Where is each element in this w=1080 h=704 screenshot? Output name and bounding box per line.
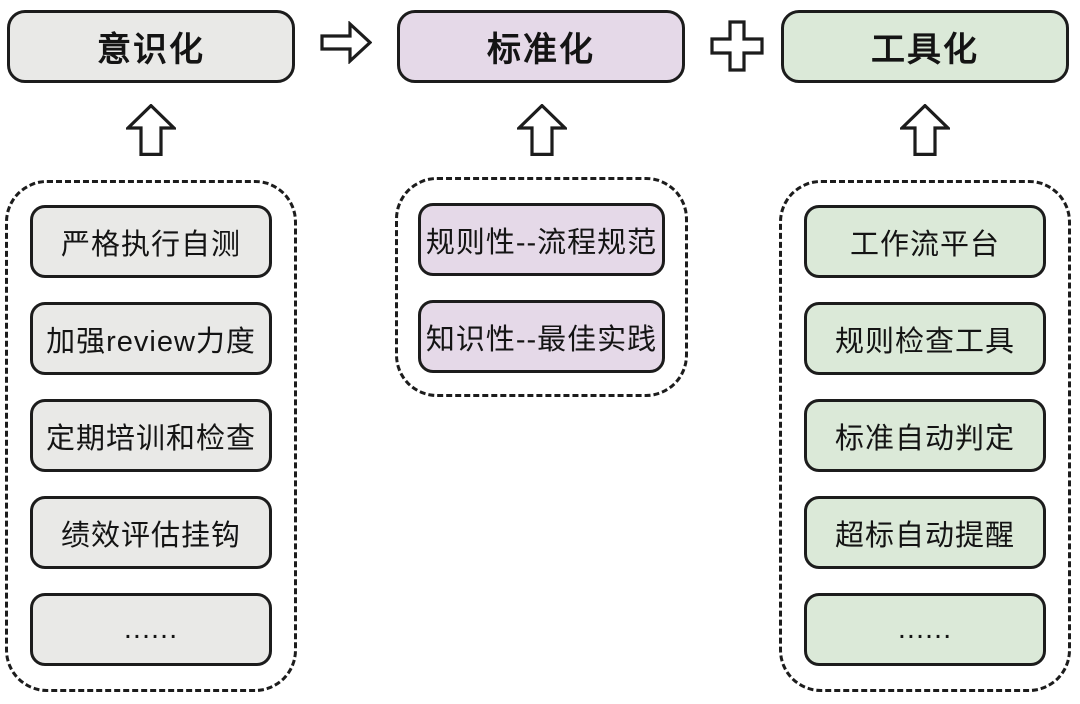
list-item: 严格执行自测 bbox=[30, 205, 272, 278]
list-item: 工作流平台 bbox=[804, 205, 1046, 278]
list-item: 超标自动提醒 bbox=[804, 496, 1046, 569]
list-item: 加强review力度 bbox=[30, 302, 272, 375]
tooling-group: 工作流平台 规则检查工具 标准自动判定 超标自动提醒 ...... bbox=[779, 180, 1071, 692]
column-header-standardization: 标准化 bbox=[397, 10, 685, 83]
list-item: 规则性--流程规范 bbox=[418, 203, 665, 276]
column-header-awareness: 意识化 bbox=[7, 10, 295, 83]
list-item: 知识性--最佳实践 bbox=[418, 300, 665, 373]
plus-icon bbox=[710, 20, 764, 72]
awareness-group: 严格执行自测 加强review力度 定期培训和检查 绩效评估挂钩 ...... bbox=[5, 180, 297, 692]
standardization-group: 规则性--流程规范 知识性--最佳实践 bbox=[395, 177, 688, 397]
list-item: 绩效评估挂钩 bbox=[30, 496, 272, 569]
right-arrow-icon bbox=[320, 21, 372, 64]
up-arrow-icon bbox=[395, 104, 688, 156]
up-arrow-icon bbox=[779, 104, 1071, 156]
list-item-ellipsis: ...... bbox=[804, 593, 1046, 666]
up-arrow-icon bbox=[5, 104, 297, 156]
list-item: 标准自动判定 bbox=[804, 399, 1046, 472]
list-item: 规则检查工具 bbox=[804, 302, 1046, 375]
column-header-tooling: 工具化 bbox=[781, 10, 1069, 83]
list-item-ellipsis: ...... bbox=[30, 593, 272, 666]
list-item: 定期培训和检查 bbox=[30, 399, 272, 472]
